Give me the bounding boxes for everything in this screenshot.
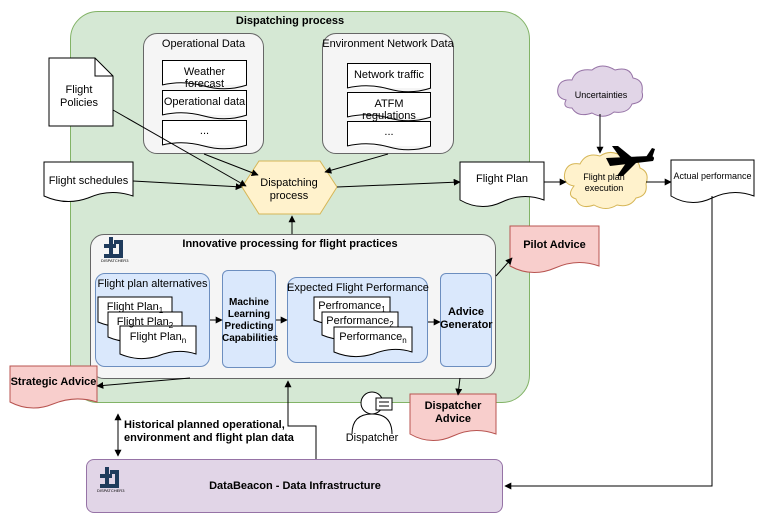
dispatcher-label: Dispatcher [345,432,399,444]
logo-text-bottom: DISPATCHER3 [97,488,125,493]
environment-data-title: Environment Network Data [322,38,454,50]
operational-data-doc: Operational data [162,90,247,115]
uncertainties-label: Uncertainties [574,90,628,100]
advice-generator-line2: Generator [440,319,493,331]
databeacon-box [86,459,503,513]
flight-plan-n-label: Flight Plann [129,331,187,346]
flight-policies-line2: Policies [60,97,98,109]
pilot-advice-label: Pilot Advice [523,239,586,251]
performance-2-label: Performance2 [326,315,394,330]
databeacon-label: DataBeacon - Data Infrastructure [209,480,381,492]
dispatching-process-title: Dispatching process [235,15,345,27]
machine-learning-box [222,270,276,368]
dispatching-node-line1: Dispatching [260,177,318,189]
historical-line2: environment and flight plan data [124,432,294,444]
expected-performance-title: Expected Flight Performance [287,282,429,294]
historical-line1: Historical planned operational, [124,419,285,431]
performance-1-label: Perfromance1 [318,300,386,315]
flight-policies-line1: Flight [65,84,93,96]
atfm-regulations-doc: ATFM regulations [347,92,431,122]
ml-label-3: Predicting [224,321,274,332]
innovative-processing-title: Innovative processing for flight practic… [182,238,398,250]
operational-data-title: Operational Data [161,38,246,50]
execution-line1: Flight plan [583,172,625,182]
environment-more-doc: ... [347,121,431,146]
dispatching-node-line2: process [269,190,309,202]
performance-n-label: Performancen [339,331,407,346]
logo-text-top: DISPATCHER3 [101,258,129,263]
dispatcher-advice-line1: Dispatcher [424,400,482,412]
actual-performance-label: Actual performance [673,171,752,181]
operational-more-doc: ... [162,120,247,145]
advice-generator-box [440,273,492,367]
flight-schedules-label: Flight schedules [48,175,129,187]
flight-plan-label: Flight Plan [476,173,528,185]
flight-plan-1-label: Flight Plan1 [106,301,164,316]
flight-plan-2-label: Flight Plan2 [116,316,174,331]
flight-plan-alternatives-title: Flight plan alternatives [97,278,208,290]
dispatcher-advice-line2: Advice [434,413,472,425]
weather-forecast-doc: Weather forecast [162,60,247,90]
network-traffic-doc: Network traffic [347,63,431,88]
advice-generator-line1: Advice [447,306,485,318]
ml-label-2: Learning [227,309,271,320]
ml-label-4: Capabilities [222,333,279,344]
strategic-advice-label: Strategic Advice [10,376,97,388]
actual-performance-doc [670,159,755,203]
ml-label-1: Machine [228,297,269,308]
execution-line2: execution [584,183,624,193]
